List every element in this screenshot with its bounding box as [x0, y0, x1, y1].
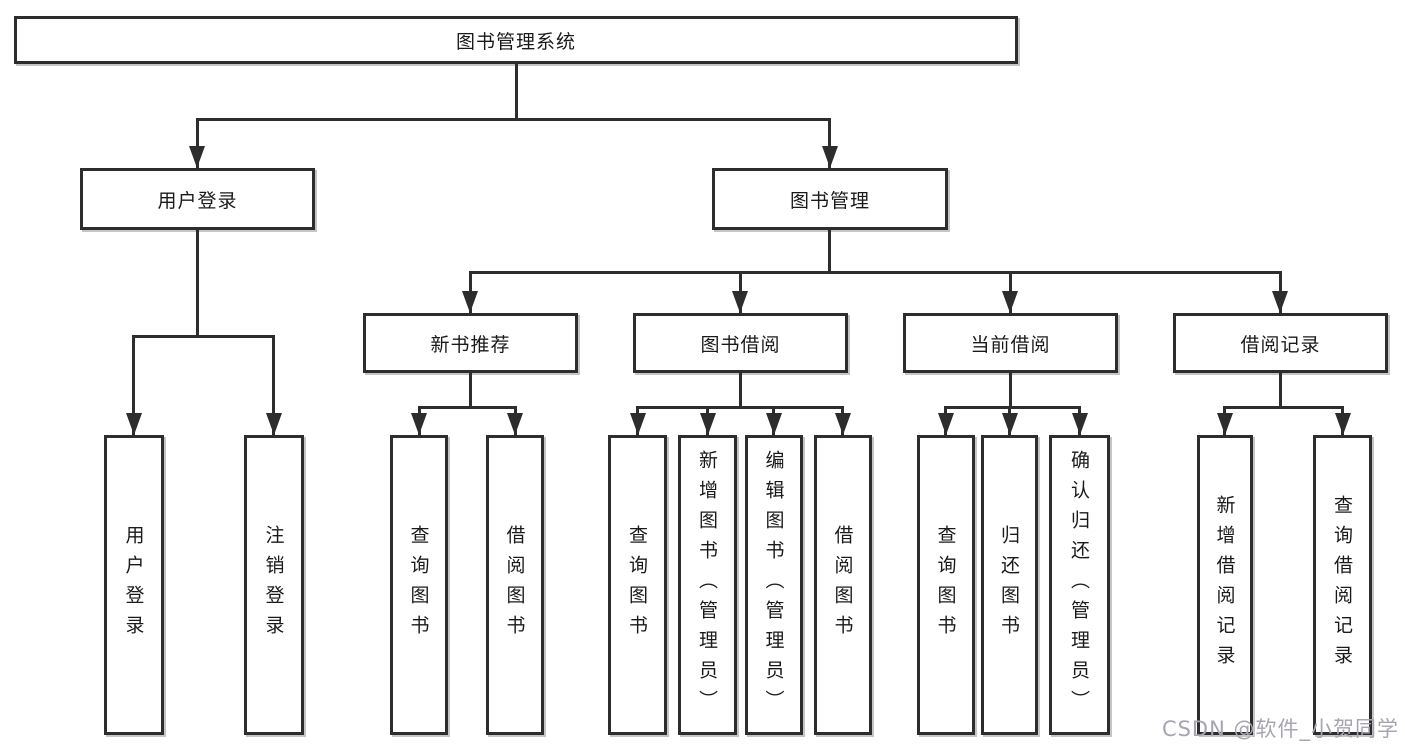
csdn-watermark: CSDN @软件_小贺同学 — [1161, 717, 1399, 741]
connector-group4-bus — [1224, 406, 1344, 409]
arrowhead-g2-leaf3-icon — [766, 413, 782, 435]
connector-group2-bus — [636, 406, 844, 409]
leaf-edit-books-admin: 编辑图书（管理员） — [745, 435, 803, 735]
connector-category-bus — [469, 271, 1282, 274]
connector-user-login-stem — [196, 230, 199, 335]
connector-cat3-stem — [1009, 373, 1012, 406]
arrowhead-g3-leaf1-icon — [938, 413, 954, 435]
arrowhead-g2-leaf2-icon — [700, 413, 716, 435]
node-library-system: 图书管理系统 — [14, 16, 1018, 64]
leaf-query-borrow-record: 查询借阅记录 — [1313, 435, 1372, 735]
connector-user-login-child2-drop — [272, 335, 275, 435]
arrowhead-g3-leaf3-icon — [1072, 413, 1088, 435]
leaf-borrow-books: 借阅图书 — [814, 435, 872, 735]
arrowhead-g4-leaf2-icon — [1335, 413, 1351, 435]
connector-user-login-drop — [196, 118, 199, 168]
arrowhead-g2-leaf1-icon — [630, 413, 646, 435]
arrowhead-g1-leaf2-icon — [507, 413, 523, 435]
node-category-new-book-recommend: 新书推荐 — [363, 313, 578, 373]
connector-group3-bus — [945, 406, 1081, 409]
connector-group1-bus — [418, 406, 516, 409]
node-category-current-borrow: 当前借阅 — [903, 313, 1118, 373]
leaf-query-books-current: 查询图书 — [917, 435, 975, 735]
arrowhead-user-login-icon — [189, 146, 205, 168]
arrowhead-g3-leaf2-icon — [1002, 413, 1018, 435]
connector-level2-bus — [196, 118, 831, 121]
leaf-add-borrow-record: 新增借阅记录 — [1197, 435, 1253, 735]
arrowhead-cat2-icon — [732, 291, 748, 313]
leaf-query-books-borrow: 查询图书 — [608, 435, 667, 735]
leaf-logout-login: 注销登录 — [244, 435, 304, 735]
arrowhead-user-login-child2-icon — [266, 413, 282, 435]
arrowhead-cat1-icon — [462, 291, 478, 313]
connector-cat1-stem — [469, 373, 472, 406]
node-user-login: 用户登录 — [80, 168, 315, 230]
leaf-borrow-books-recommend: 借阅图书 — [486, 435, 544, 735]
connector-book-mgmt-drop — [828, 118, 831, 168]
arrowhead-cat3-icon — [1002, 291, 1018, 313]
connector-book-mgmt-stem — [828, 230, 831, 271]
arrowhead-g1-leaf1-icon — [411, 413, 427, 435]
connector-user-login-child1-drop — [132, 335, 135, 435]
connector-user-login-bus — [132, 335, 275, 338]
leaf-add-books-admin: 新增图书（管理员） — [678, 435, 737, 735]
arrowhead-user-login-child1-icon — [126, 413, 142, 435]
node-book-management: 图书管理 — [712, 168, 948, 230]
connector-cat2-stem — [739, 373, 742, 406]
leaf-query-books-recommend: 查询图书 — [390, 435, 448, 735]
node-category-book-borrow: 图书借阅 — [633, 313, 848, 373]
leaf-user-login: 用户登录 — [104, 435, 164, 735]
arrowhead-g2-leaf4-icon — [835, 413, 851, 435]
arrowhead-g4-leaf1-icon — [1217, 413, 1233, 435]
node-category-borrow-record: 借阅记录 — [1173, 313, 1388, 373]
leaf-confirm-return-admin: 确认归还（管理员） — [1049, 435, 1110, 735]
leaf-return-books: 归还图书 — [981, 435, 1038, 735]
connector-cat4-stem — [1279, 373, 1282, 406]
arrowhead-book-mgmt-icon — [822, 146, 838, 168]
connector-root-stem — [515, 64, 518, 118]
arrowhead-cat4-icon — [1272, 291, 1288, 313]
